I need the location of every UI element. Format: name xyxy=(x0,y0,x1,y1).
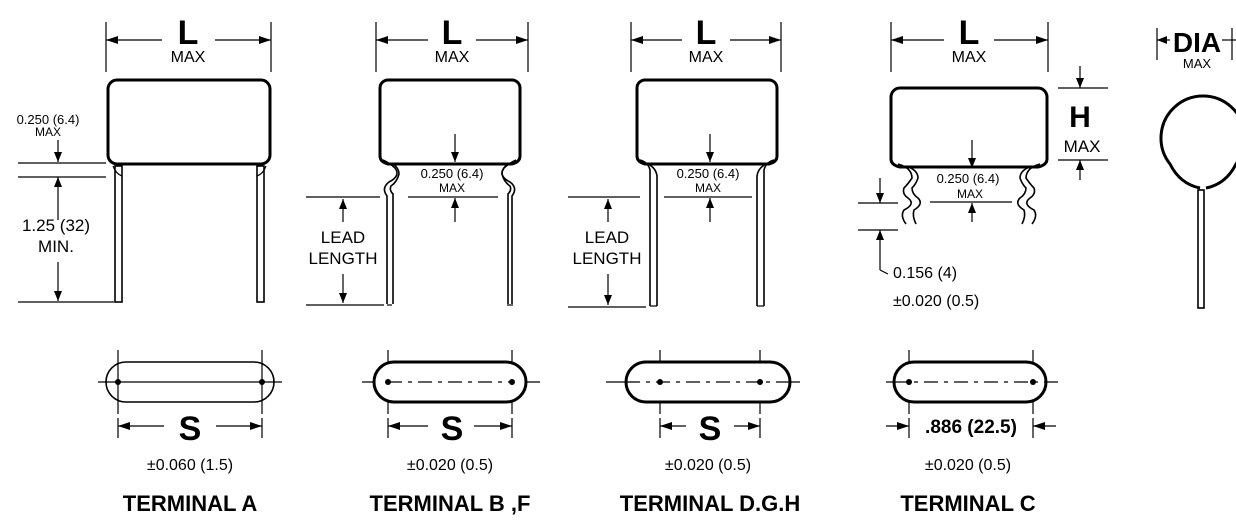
spacing-tolerance: ±0.020 (0.5) xyxy=(407,457,493,474)
capacitor-body xyxy=(378,78,522,166)
diameter-max-label: MAX xyxy=(1183,56,1212,71)
terminal-a-view: L MAX 0.250 (6.4) MAX 1.25 (32) MIN. xyxy=(17,14,282,516)
crimp-value: 0.156 (4) xyxy=(893,265,957,282)
kink-value: 0.250 (6.4) xyxy=(677,166,740,181)
capacitor-body xyxy=(635,78,779,166)
kink-value: 0.250 (6.4) xyxy=(937,171,1000,186)
kink-max-label: MAX xyxy=(957,187,983,201)
terminal-title: TERMINAL B ,F xyxy=(370,491,531,516)
lead-length-label: LEAD xyxy=(321,228,365,247)
length-symbol: L xyxy=(959,14,980,52)
length-max-label: MAX xyxy=(689,49,724,66)
lead-length-label: LENGTH xyxy=(309,249,378,268)
spacing-symbol: S xyxy=(699,410,722,448)
lead-spacing-oval xyxy=(105,361,275,403)
spacing-tolerance: ±0.020 (0.5) xyxy=(925,457,1011,474)
disc-profile-view: DIA MAX xyxy=(1156,27,1236,309)
length-max-label: MAX xyxy=(171,49,206,66)
lead-length-label: LENGTH xyxy=(573,249,642,268)
length-symbol: L xyxy=(696,14,717,52)
terminal-title: TERMINAL D.G.H xyxy=(620,491,800,516)
length-symbol: L xyxy=(442,14,463,52)
kink-max-label: MAX xyxy=(439,181,465,195)
kink-value: 0.250 (6.4) xyxy=(421,166,484,181)
capacitor-body xyxy=(889,86,1049,169)
lead-min-label: MIN. xyxy=(38,237,74,256)
side-max-label: MAX xyxy=(35,125,61,139)
terminal-title: TERMINAL C xyxy=(900,491,1035,516)
terminal-dgh-view: L MAX 0.250 (6.4) MAX LEAD LENGTH xyxy=(568,14,800,516)
spacing-symbol: S xyxy=(441,410,464,448)
height-max-label: MAX xyxy=(1064,137,1101,156)
spacing-tolerance: ±0.060 (1.5) xyxy=(147,457,233,474)
spacing-tolerance: ±0.020 (0.5) xyxy=(665,457,751,474)
length-max-label: MAX xyxy=(952,49,987,66)
terminal-title: TERMINAL A xyxy=(123,491,258,516)
terminal-bf-view: L MAX 0.250 (6.4) MAX LEAD LENGTH xyxy=(306,14,540,516)
spacing-symbol: S xyxy=(179,410,202,448)
spacing-value: .886 (22.5) xyxy=(925,417,1017,438)
terminal-c-view: L MAX H MAX 0.250 (6.4) MAX 0.156 (4) xyxy=(858,14,1108,516)
length-max-label: MAX xyxy=(435,49,470,66)
lead-length-label: LEAD xyxy=(585,228,629,247)
length-symbol: L xyxy=(178,14,199,52)
crimp-tolerance: ±0.020 (0.5) xyxy=(893,293,979,310)
diameter-symbol: DIA xyxy=(1173,27,1221,58)
lead-min-value: 1.25 (32) xyxy=(22,216,90,235)
capacitor-body xyxy=(106,78,272,166)
disc-body xyxy=(1159,94,1236,190)
height-symbol: H xyxy=(1069,101,1091,134)
kink-max-label: MAX xyxy=(695,181,721,195)
side-max-value: 0.250 (6.4) xyxy=(17,112,80,127)
